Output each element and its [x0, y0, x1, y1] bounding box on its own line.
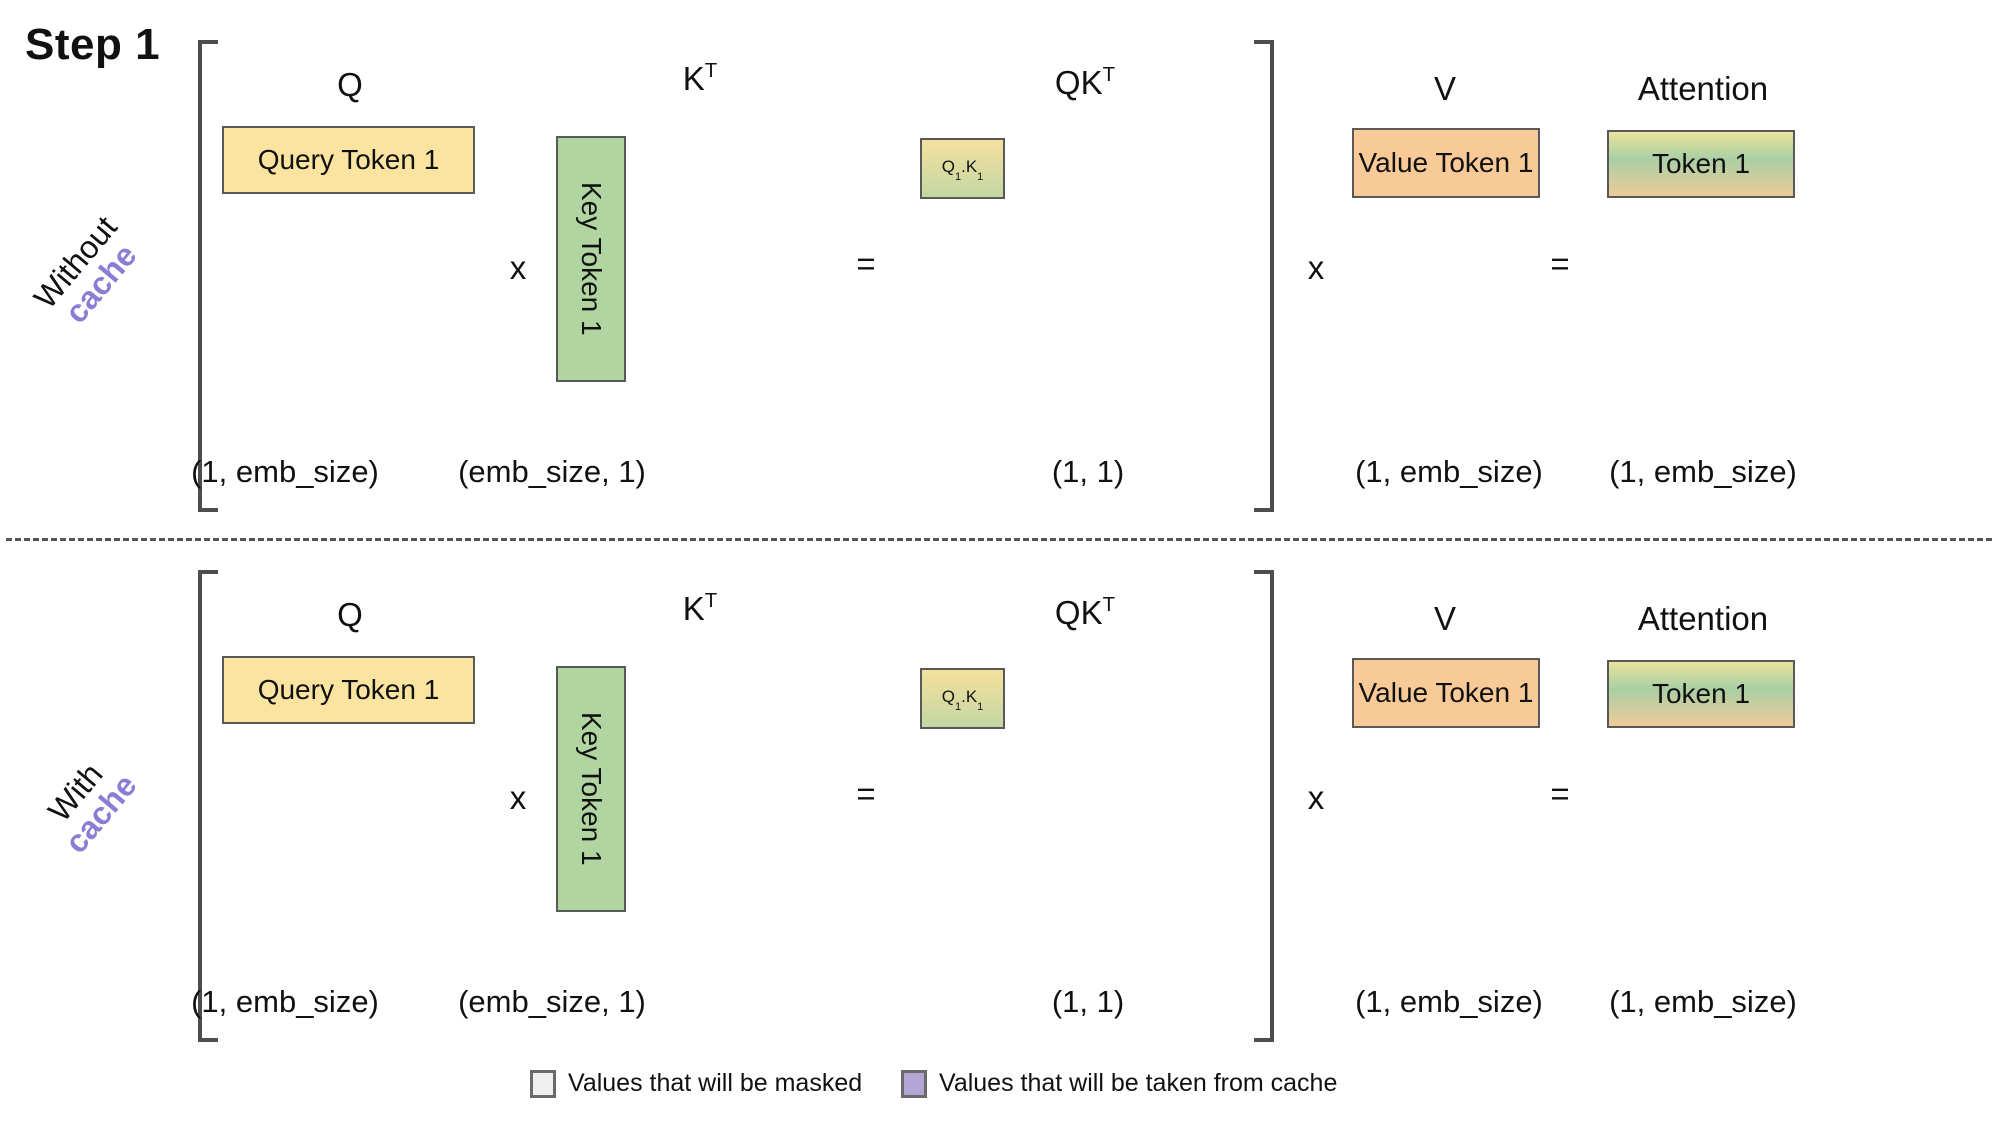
open-bracket — [198, 40, 218, 512]
kt-matrix-header: KT — [570, 58, 830, 98]
legend-item-masked: Values that will be masked — [530, 1069, 862, 1098]
attention-matrix-header: Attention — [1637, 70, 1769, 107]
legend-item-cache: Values that will be taken from cache — [901, 1069, 1337, 1098]
qkt-matrix-header: QKT — [955, 592, 1215, 632]
value-token-box: Value Token 1 — [1352, 128, 1540, 198]
multiply-operator: x — [509, 779, 527, 816]
close-bracket — [1254, 570, 1274, 1042]
page-title: Step 1 — [25, 20, 161, 69]
open-bracket — [198, 570, 218, 1042]
key-token-box: Key Token 1 — [556, 666, 626, 912]
equals-operator: = — [1550, 245, 1570, 282]
qk-product-label: Q1.K1 — [941, 687, 984, 713]
qkt-base: QK — [1054, 64, 1103, 101]
qk-product-label: Q1.K1 — [941, 157, 984, 183]
row-without-cache: Without cache Q KT QKT V Attention Query… — [0, 30, 2000, 512]
cache-swatch-icon — [901, 1069, 927, 1098]
attention-token-box: Token 1 — [1607, 130, 1795, 198]
attention-shape-label: (1, emb_size) — [1609, 984, 1797, 1019]
kt-base: K — [682, 60, 705, 97]
equals-operator: = — [1550, 775, 1570, 812]
dashed-divider — [6, 538, 1992, 541]
value-token-box: Value Token 1 — [1352, 658, 1540, 728]
q-shape-label: (1, emb_size) — [191, 454, 379, 489]
row-with-cache: With cache Q KT QKT V Attention Query To… — [0, 560, 2000, 1042]
equals-operator: = — [856, 245, 876, 282]
kt-base: K — [682, 590, 705, 627]
equals-operator: = — [856, 775, 876, 812]
kt-shape-label: (emb_size, 1) — [458, 454, 646, 489]
attention-matrix-header: Attention — [1637, 600, 1769, 637]
attention-token-box: Token 1 — [1607, 660, 1795, 728]
kt-shape-label: (emb_size, 1) — [458, 984, 646, 1019]
masked-swatch-icon — [530, 1069, 556, 1098]
row-label-with-cache: With cache — [34, 747, 143, 859]
qkt-base: QK — [1054, 594, 1103, 631]
close-bracket — [1254, 40, 1274, 512]
qk-product-box: Q1.K1 — [920, 138, 1005, 199]
kt-sup: T — [704, 58, 718, 82]
qkt-sup: T — [1102, 62, 1116, 86]
v-shape-label: (1, emb_size) — [1355, 984, 1543, 1019]
v-shape-label: (1, emb_size) — [1355, 454, 1543, 489]
legend-masked-label: Values that will be masked — [568, 1069, 863, 1097]
query-token-box: Query Token 1 — [222, 656, 475, 724]
multiply-operator: x — [1307, 249, 1325, 286]
legend-cache-label: Values that will be taken from cache — [939, 1069, 1338, 1097]
qkt-shape-label: (1, 1) — [1051, 454, 1125, 489]
q-matrix-header: Q — [337, 66, 363, 103]
q-shape-label: (1, emb_size) — [191, 984, 379, 1019]
qkt-matrix-header: QKT — [955, 62, 1215, 102]
query-token-box: Query Token 1 — [222, 126, 475, 194]
v-matrix-header: V — [1433, 70, 1456, 107]
qkt-sup: T — [1102, 592, 1116, 616]
attention-shape-label: (1, emb_size) — [1609, 454, 1797, 489]
kt-matrix-header: KT — [570, 588, 830, 628]
multiply-operator: x — [509, 249, 527, 286]
kt-sup: T — [704, 588, 718, 612]
key-token-box: Key Token 1 — [556, 136, 626, 382]
qk-product-box: Q1.K1 — [920, 668, 1005, 729]
multiply-operator: x — [1307, 779, 1325, 816]
row-label-without-cache: Without cache — [27, 209, 148, 335]
q-matrix-header: Q — [337, 596, 363, 633]
qkt-shape-label: (1, 1) — [1051, 984, 1125, 1019]
v-matrix-header: V — [1433, 600, 1456, 637]
